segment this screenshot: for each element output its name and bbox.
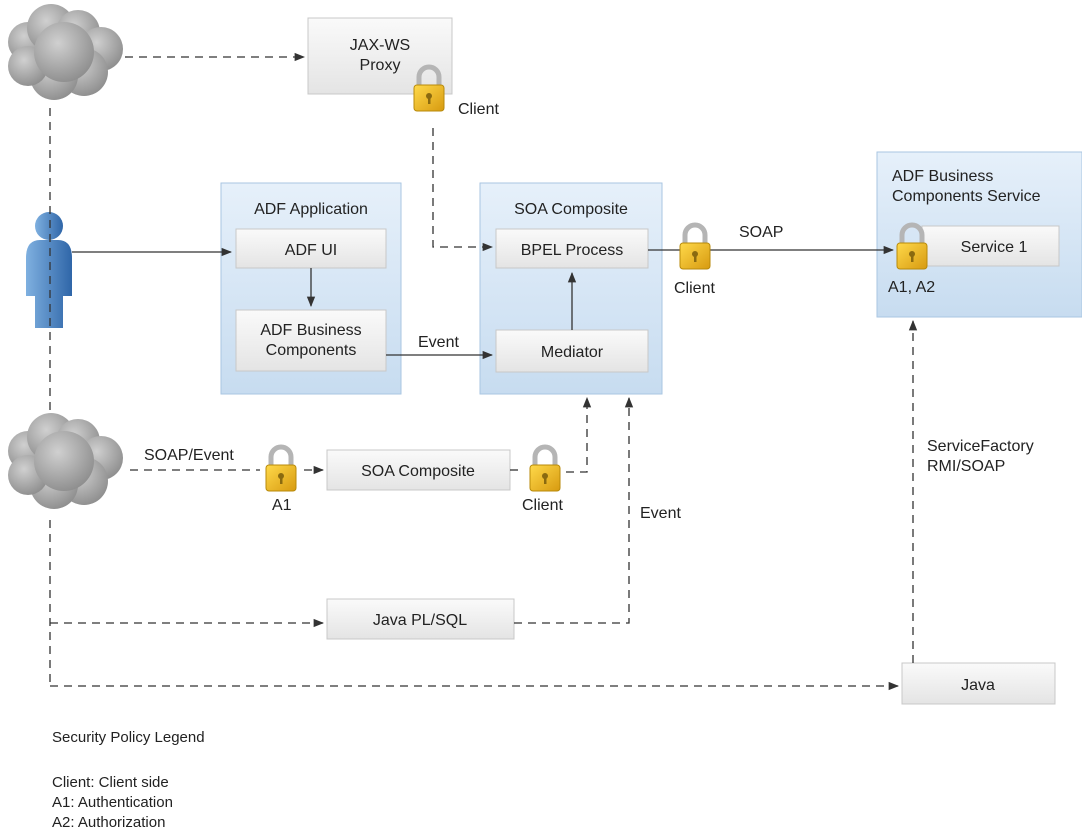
lock-label-service-a1a2: A1, A2 (888, 279, 935, 296)
adf-ui-box (235, 228, 387, 269)
lock-icon-soa-composite-client (530, 447, 560, 491)
lock-label-bpel-client: Client (674, 280, 715, 297)
soa-composite-group-title: SOA Composite (514, 201, 628, 218)
lock-icon-bpel-client (680, 225, 710, 269)
adf-business-components-box (235, 309, 387, 372)
soap-event-label: SOAP/Event (144, 447, 234, 464)
java-box (901, 662, 1056, 705)
internet-cloud-icon-top (8, 4, 123, 100)
mediator-box (495, 329, 649, 373)
lock-label-soa-composite-client: Client (522, 497, 563, 514)
service1-label: Service 1 (961, 239, 1028, 256)
internet-cloud-icon-bottom (8, 413, 123, 509)
soap-label: SOAP (739, 224, 783, 241)
event-label-plsql: Event (640, 505, 681, 522)
bpel-process-box (495, 228, 649, 269)
java-plsql-to-soa-event-arrow (514, 396, 634, 624)
legend-title: Security Policy Legend (52, 729, 205, 746)
mediator-label: Mediator (541, 344, 604, 361)
java-plsql-label: Java PL/SQL (373, 612, 467, 629)
adf-ui-label: ADF UI (285, 242, 337, 259)
lock-label-soap-event-a1: A1 (272, 497, 292, 514)
soa-composite-to-mediator-arrow (566, 396, 592, 473)
jaxws-proxy-box (307, 17, 453, 95)
legend-item-a1: A1: Authentication (52, 794, 173, 811)
legend-list: Client: Client side A1: Authentication A… (52, 773, 173, 833)
legend-item-a2: A2: Authorization (52, 814, 166, 831)
java-plsql-box (326, 598, 515, 640)
adf-application-title: ADF Application (254, 201, 368, 218)
bpel-process-label: BPEL Process (521, 242, 624, 259)
lock-label-proxy-client: Client (458, 101, 499, 118)
soa-composite-box (326, 449, 511, 491)
jaxws-to-bpel-arrow (432, 128, 494, 252)
legend-item-client: Client: Client side (52, 774, 169, 791)
soa-composite-box-label: SOA Composite (361, 463, 475, 480)
java-label: Java (961, 677, 995, 694)
event-label-adfbc: Event (418, 334, 459, 351)
lock-icon-soap-event-a1 (266, 447, 296, 491)
user-person-icon (26, 212, 72, 328)
